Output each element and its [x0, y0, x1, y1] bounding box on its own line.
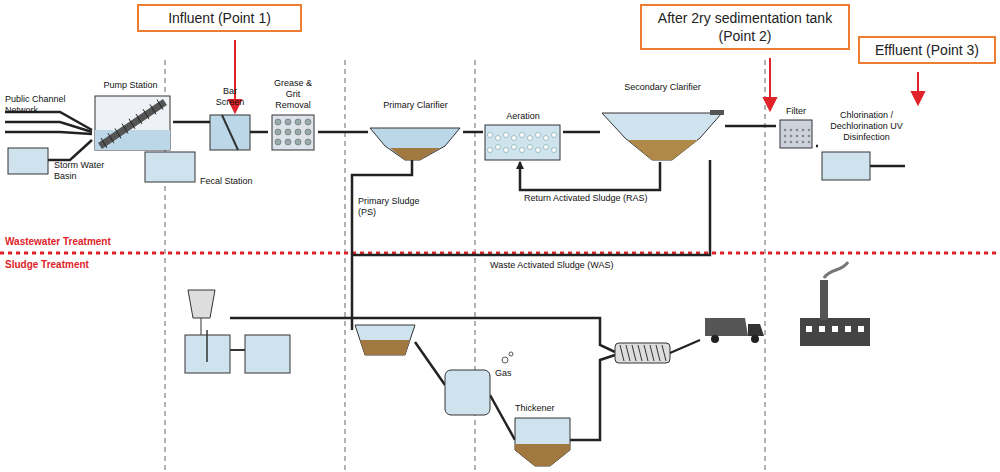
callout-box: Effluent (Point 3) [858, 36, 996, 64]
flow-pipe [816, 145, 818, 148]
flow-pipe [250, 131, 268, 134]
part-label: Storm Water Basin [54, 160, 109, 182]
process-unit: Bar Screen [210, 86, 250, 152]
section-title: Sludge Treatment [5, 259, 165, 270]
disinfection-tank [822, 152, 870, 180]
unit-label: Aeration [483, 111, 563, 122]
flow-label: Return Activated Sludge (RAS) [522, 193, 650, 204]
digester [445, 352, 513, 415]
secondary-clarifier [602, 110, 724, 160]
grit-chamber [272, 115, 314, 150]
primary-clarifier [370, 128, 460, 160]
part-label: Primary Sludge (PS) [358, 196, 428, 218]
factory [800, 262, 870, 346]
aeration-tank [485, 125, 560, 160]
sludge-thickener-trough [355, 325, 415, 355]
part-label: Thickener [515, 403, 585, 414]
unit-label: Chlorination / Dechlorination UV Disinfe… [818, 110, 915, 143]
unit-label: Grease & Grit Removal [268, 78, 318, 111]
section-dividers [165, 60, 765, 472]
flow-pipe [463, 131, 483, 134]
sand-filter [780, 120, 812, 148]
part-label: Fecal Station [200, 176, 260, 187]
storm-water-basin [8, 148, 48, 174]
process-unit: Grease & Grit Removal [268, 78, 318, 152]
sampling-point-label: Influent (Point 1) [145, 9, 294, 27]
process-unit: Pump Station [88, 80, 173, 152]
unit-label: Filter [776, 106, 816, 117]
bar-screen [210, 115, 250, 150]
process-unit: Secondary Clarifier [600, 82, 725, 162]
part-label: Gas [495, 368, 535, 379]
truck [705, 318, 764, 343]
part-label: Waste Activated Sludge (WAS) [490, 260, 660, 271]
flow-pipe [318, 131, 368, 134]
unit-label: Primary Clarifier [368, 100, 463, 111]
section-title: Wastewater Treatment [5, 236, 165, 247]
thickener-tank [515, 418, 570, 466]
sludge-conditioning [185, 290, 290, 373]
process-unit: Aeration [483, 111, 563, 162]
callout-box: Influent (Point 1) [137, 4, 302, 32]
flow-pipe [725, 125, 776, 128]
sludge-pipes [230, 160, 710, 440]
fecal-station [145, 152, 195, 182]
sampling-point-label: After 2ry sedimentation tank (Point 2) [648, 9, 842, 45]
part-label: Public Channel Network [5, 94, 95, 116]
flow-pipe [520, 162, 660, 190]
callout-box: After 2ry sedimentation tank (Point 2) [640, 4, 850, 50]
unit-label: Secondary Clarifier [600, 82, 725, 93]
flow-pipe [563, 131, 600, 134]
dewatering-press [615, 340, 700, 363]
process-unit: Filter [776, 106, 816, 152]
pump-station [95, 96, 170, 150]
sampling-point-label: Effluent (Point 3) [866, 41, 988, 59]
unit-label: Pump Station [88, 80, 173, 91]
process-unit: Chlorination / Dechlorination UV Disinfe… [818, 110, 915, 182]
process-unit: Primary Clarifier [368, 100, 463, 162]
outfall-pipe [870, 165, 905, 168]
unit-label: Bar Screen [210, 86, 250, 108]
flow-pipe [173, 121, 210, 124]
callout-arrows [229, 40, 924, 112]
